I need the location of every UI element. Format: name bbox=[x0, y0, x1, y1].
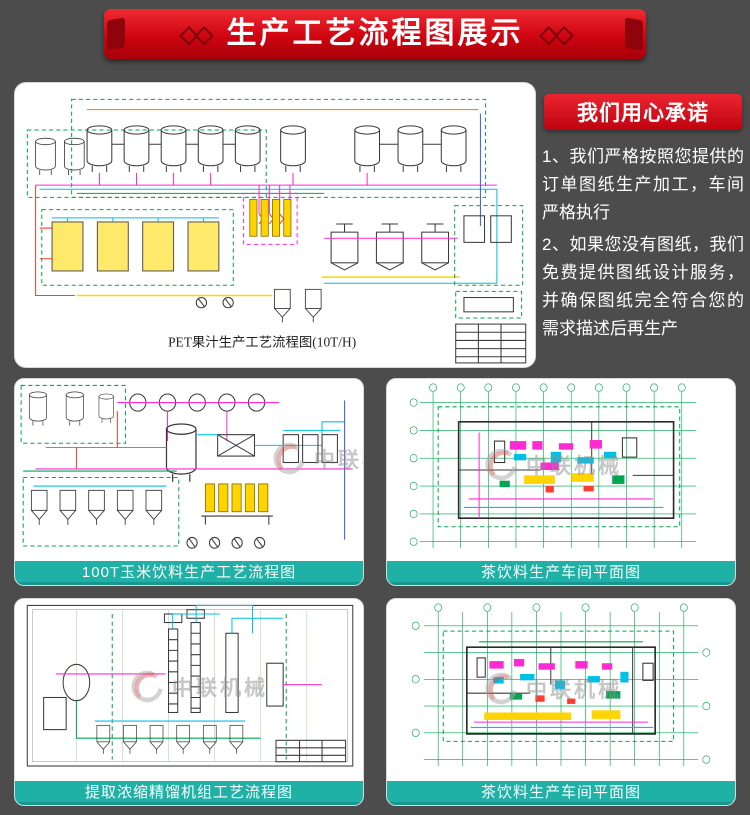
promise-badge-label: 我们用心承诺 bbox=[577, 102, 709, 125]
gallery-caption-extraction: 提取浓缩精馏机组工艺流程图 bbox=[15, 781, 363, 805]
gallery-card-tea-plan-2: 中联机械 茶饮料生产车间平面图 bbox=[386, 598, 736, 806]
banner-left-ornament-icon: ◇◇ bbox=[179, 20, 214, 48]
promise-section: 我们用心承诺 1、我们严格按照您提供的订单图纸生产加工，车间严格执行 2、如果您… bbox=[542, 94, 744, 344]
tea-plan-1-image: 中联机械 bbox=[387, 379, 735, 561]
tea-plan-2-image: 中联机械 bbox=[387, 599, 735, 781]
gallery-card-extraction-flow: 中联机械 提取浓缩精馏机组工艺流程图 bbox=[14, 598, 364, 806]
gallery-caption-tea-1: 茶饮料生产车间平面图 bbox=[387, 561, 735, 585]
gallery-caption-tea-2: 茶饮料生产车间平面图 bbox=[387, 781, 735, 805]
banner-right-ornament-icon: ◇◇ bbox=[539, 20, 574, 48]
main-diagram-card: PET果汁生产工艺流程图(10T/H) bbox=[14, 82, 536, 368]
promise-item-1: 1、我们严格按照您提供的订单图纸生产加工，车间严格执行 bbox=[542, 147, 744, 223]
gallery-card-corn-flow: 中联机械 100T玉米饮料生产工艺流程图 bbox=[14, 378, 364, 586]
extraction-distillation-diagram bbox=[26, 604, 354, 767]
tea-workshop-plan-diagram-2 bbox=[411, 603, 711, 767]
promise-badge: 我们用心承诺 bbox=[544, 94, 742, 130]
extraction-flow-image: 中联机械 bbox=[15, 599, 363, 781]
banner: ◇◇ 生产工艺流程图展示 ◇◇ bbox=[104, 9, 646, 59]
promise-text: 1、我们严格按照您提供的订单图纸生产加工，车间严格执行 2、如果您没有图纸，我们… bbox=[542, 143, 744, 344]
promise-item-2: 2、如果您没有图纸，我们免费提供图纸设计服务，并确保图纸完全符合您的需求描述后再… bbox=[542, 234, 744, 339]
gallery-caption-corn: 100T玉米饮料生产工艺流程图 bbox=[15, 561, 363, 585]
tea-workshop-plan-diagram-1 bbox=[409, 383, 697, 549]
main-diagram-caption: PET果汁生产工艺流程图(10T/H) bbox=[168, 335, 356, 350]
pet-juice-flow-diagram: PET果汁生产工艺流程图(10T/H) bbox=[26, 98, 527, 364]
gallery-card-tea-plan-1: 中联机械 茶饮料生产车间平面图 bbox=[386, 378, 736, 586]
page-title: 生产工艺流程图展示 bbox=[226, 17, 524, 50]
corn-flow-image: 中联机械 bbox=[15, 379, 363, 561]
corn-beverage-flow-diagram bbox=[20, 384, 353, 549]
